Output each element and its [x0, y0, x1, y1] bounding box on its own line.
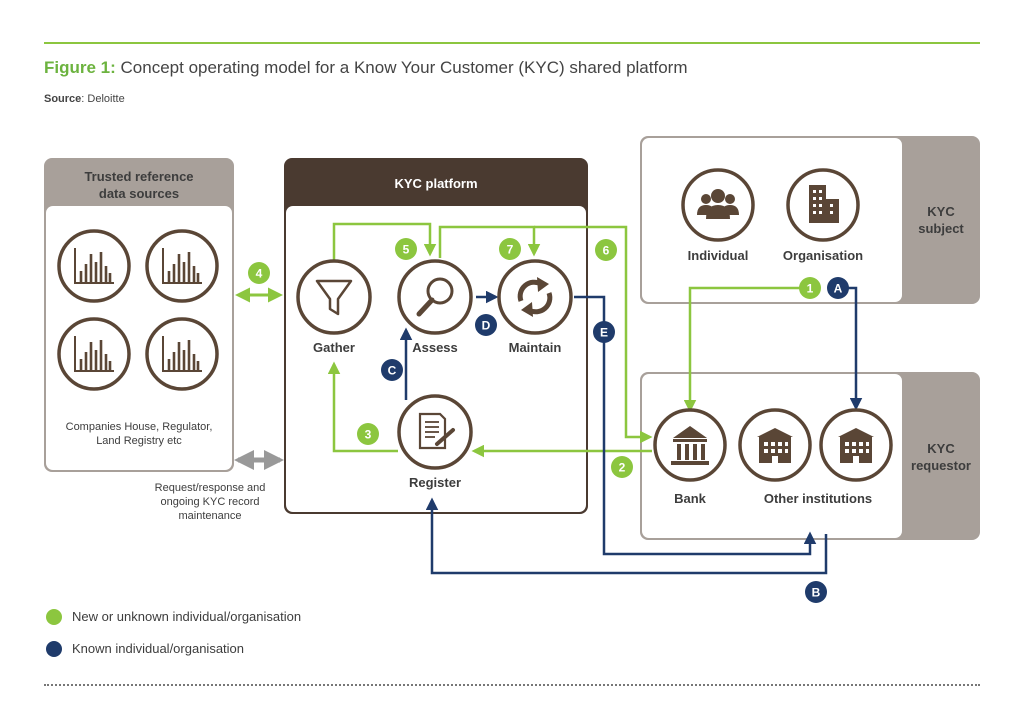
connector-step-7 — [438, 225, 541, 258]
source-value: : Deloitte — [81, 93, 125, 105]
connector-step-3 — [327, 361, 398, 453]
svg-text:1: 1 — [807, 282, 814, 296]
legend-label-known: Known individual/organisation — [72, 641, 245, 656]
trusted-sources-heading: Trusted reference data sources — [44, 168, 234, 202]
trusted-sources-caption: Companies House, Regulator, Land Registr… — [46, 420, 232, 448]
trusted-sources-heading-line2: data sources — [98, 186, 180, 201]
badge-step-5: 5 — [395, 238, 417, 260]
magnifier-icon — [397, 259, 473, 335]
request-response-caption-line3: maintenance — [178, 510, 242, 522]
other-institutions-label: Other institutions — [763, 491, 873, 506]
data-source-chart-icon — [57, 317, 131, 391]
gather-label: Gather — [313, 340, 355, 355]
svg-text:6: 6 — [603, 244, 610, 258]
kyc-subject-panel-body — [642, 138, 902, 302]
kyc-requestor-heading: KYC requestor — [902, 440, 980, 474]
legend-label-new: New or unknown individual/organisation — [72, 609, 302, 624]
badge-step-C: C — [381, 359, 403, 381]
request-response-caption-line2: ongoing KYC record — [160, 496, 260, 508]
maintain-label: Maintain — [508, 340, 562, 355]
svg-text:D: D — [482, 319, 491, 333]
source-line: Source: Deloitte — [44, 93, 125, 105]
source-label: Source — [44, 93, 82, 105]
institution-icon — [738, 408, 812, 482]
badge-step-2: 2 — [611, 456, 633, 478]
bank-label: Bank — [674, 491, 706, 506]
badge-step-4: 4 — [248, 262, 270, 284]
kyc-subject-heading-line2: subject — [918, 221, 964, 236]
bank-icon — [653, 408, 727, 482]
individual-label: Individual — [687, 248, 749, 263]
request-response-caption-line1: Request/response and — [154, 482, 266, 494]
refresh-icon — [497, 259, 573, 335]
kyc-subject-heading: KYC subject — [902, 203, 980, 237]
badge-step-E: E — [593, 321, 615, 343]
register-label: Register — [408, 475, 462, 490]
badge-step-B: B — [805, 581, 827, 603]
badge-step-A: A — [827, 277, 849, 299]
figure-title-text: Concept operating model for a Know Your … — [120, 58, 688, 77]
assess-label: Assess — [412, 340, 458, 355]
svg-text:B: B — [812, 586, 821, 600]
trusted-sources-caption-line2: Land Registry etc — [96, 435, 182, 447]
svg-text:5: 5 — [403, 243, 410, 257]
people-icon — [681, 168, 755, 242]
trusted-sources-heading-line1: Trusted reference — [84, 169, 194, 184]
office-building-icon — [786, 168, 860, 242]
connector-step-E — [574, 295, 817, 556]
data-source-chart-icon — [145, 317, 219, 391]
badge-step-7: 7 — [499, 238, 521, 260]
badge-step-6: 6 — [595, 239, 617, 261]
connector-step-5 — [332, 222, 437, 260]
kyc-requestor-heading-line2: requestor — [911, 458, 971, 473]
trusted-sources-caption-line1: Companies House, Regulator, — [65, 421, 213, 433]
badge-step-3: 3 — [357, 423, 379, 445]
svg-text:C: C — [388, 364, 397, 378]
funnel-icon — [296, 259, 372, 335]
request-response-caption: Request/response and ongoing KYC record … — [140, 481, 280, 523]
svg-text:7: 7 — [507, 243, 514, 257]
svg-text:3: 3 — [365, 428, 372, 442]
figure-title: Figure 1: Concept operating model for a … — [44, 58, 687, 78]
kyc-platform-heading: KYC platform — [394, 176, 478, 191]
svg-text:4: 4 — [256, 267, 263, 281]
organisation-label: Organisation — [782, 248, 864, 263]
badge-step-D: D — [475, 314, 497, 336]
svg-text:A: A — [834, 282, 843, 296]
kyc-requestor-heading-line1: KYC — [927, 441, 955, 456]
svg-text:2: 2 — [619, 461, 626, 475]
institution-icon — [819, 408, 893, 482]
connector-step-6 — [534, 225, 653, 444]
connector-step-B — [425, 497, 828, 575]
data-source-chart-icon — [145, 229, 219, 303]
legend-swatch-new — [46, 609, 62, 625]
badge-step-1: 1 — [799, 277, 821, 299]
bottom-rule — [44, 684, 980, 686]
top-rule — [44, 42, 980, 44]
kyc-subject-heading-line1: KYC — [927, 204, 955, 219]
legend-swatch-known — [46, 641, 62, 657]
document-pen-icon — [397, 394, 473, 470]
data-source-chart-icon — [57, 229, 131, 303]
connector-step-1 — [683, 286, 810, 413]
figure-label: Figure 1: — [44, 58, 116, 77]
svg-text:E: E — [600, 326, 608, 340]
